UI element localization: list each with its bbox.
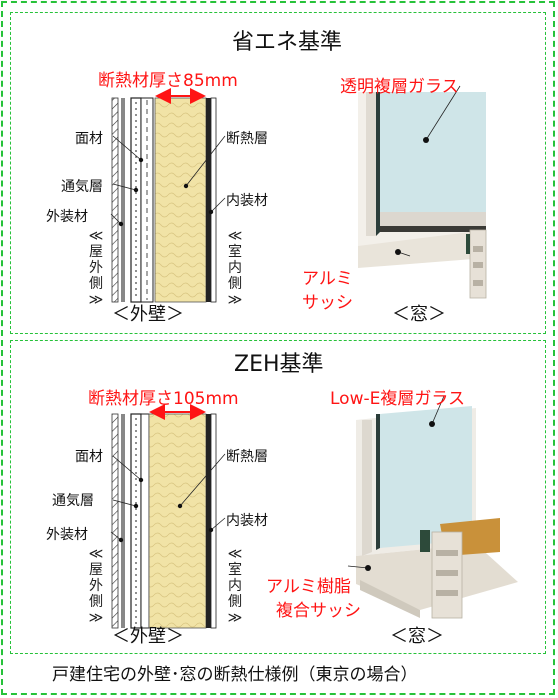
top-insulation-thickness: 断熱材厚さ85mm	[98, 71, 238, 91]
top-sash-label-line1: アルミ	[302, 269, 353, 289]
top-window-section	[358, 85, 487, 299]
bottom-outdoor-side: ≪屋外側≫	[88, 546, 104, 626]
top-label-exterior: 外装材	[46, 209, 88, 225]
bottom-window-section	[347, 395, 518, 619]
bottom-sash-label-line2: 複合サッシ	[276, 601, 361, 621]
top-outdoor-side: ≪屋外側≫	[88, 228, 104, 308]
bottom-insulation-thickness: 断熱材厚さ105mm	[88, 389, 239, 409]
top-panel-title: 省エネ基準	[232, 30, 343, 55]
top-label-face: 面材	[75, 131, 103, 147]
bottom-label-insulation: 断熱層	[226, 449, 268, 465]
top-label-insulation: 断熱層	[226, 131, 268, 147]
top-indoor-side: ≪室内側≫	[227, 228, 243, 308]
bottom-label-interior: 内装材	[226, 513, 268, 529]
bottom-glass-label: Low-E複層ガラス	[330, 389, 466, 409]
top-wall-caption: ＜外壁＞	[112, 304, 184, 325]
bottom-label-air: 通気層	[52, 493, 94, 509]
bottom-sash-label-line1: アルミ樹脂	[266, 577, 351, 597]
top-glass-label: 透明複層ガラス	[340, 77, 459, 97]
bottom-label-exterior: 外装材	[46, 527, 88, 543]
top-sash-label-line2: サッシ	[302, 293, 353, 313]
top-label-air: 通気層	[61, 179, 103, 195]
figure-caption: 戸建住宅の外壁･窓の断熱仕様例（東京の場合）	[52, 665, 418, 685]
bottom-wall-caption: ＜外壁＞	[112, 626, 184, 647]
bottom-label-face: 面材	[75, 449, 103, 465]
bottom-indoor-side: ≪室内側≫	[227, 546, 243, 626]
bottom-wall-section	[110, 404, 226, 629]
top-label-interior: 内装材	[226, 193, 268, 209]
top-window-caption: ＜窓＞	[392, 304, 446, 325]
bottom-panel-title: ZEH基準	[234, 352, 324, 377]
top-wall-section	[110, 88, 226, 303]
top-panel	[10, 12, 546, 334]
bottom-panel	[10, 340, 546, 654]
bottom-window-caption: ＜窓＞	[390, 626, 444, 647]
